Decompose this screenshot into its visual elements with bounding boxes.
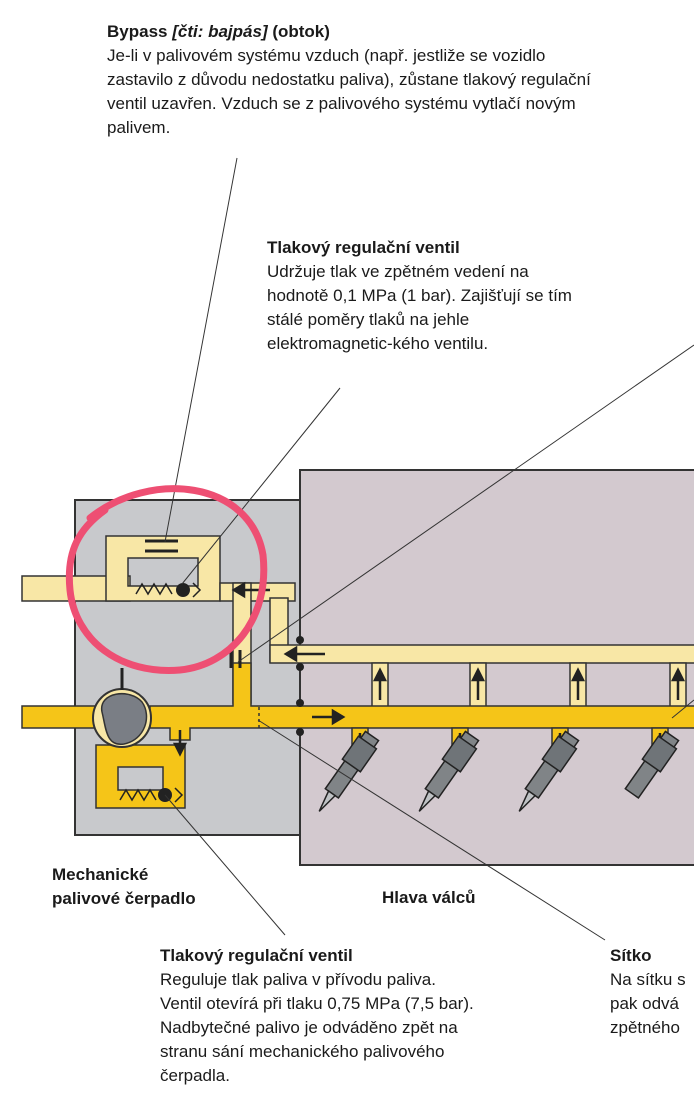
bottom-valve-spring xyxy=(119,788,157,802)
top-valve-ball xyxy=(176,583,190,597)
hand-drawn-circle-annotation xyxy=(65,485,268,674)
injectors xyxy=(318,730,680,812)
pump-label: Mechanické palivové čerpadlo xyxy=(52,865,196,908)
sitko-title: Sítko xyxy=(610,946,652,965)
sitko-description: Sítko Na sítku s pak odvá zpětného xyxy=(610,944,694,1040)
cylinder-head-label: Hlava válců xyxy=(382,888,476,907)
return-fuel-lines xyxy=(21,535,694,709)
leader-lines xyxy=(164,157,694,941)
boundary-joints xyxy=(296,636,304,736)
bypass-valve xyxy=(145,539,242,668)
top-valve-spring xyxy=(135,582,173,596)
bottom-valve-title: Tlakový regulační ventil xyxy=(160,946,353,965)
cylinder-head xyxy=(299,469,694,866)
pump-rotor xyxy=(92,668,152,748)
top-valve-description: Tlakový regulační ventil Udržuje tlak ve… xyxy=(267,236,677,356)
bypass-description: Bypass [čti: bajpás] (obtok) Je-li v pal… xyxy=(107,20,687,140)
bottom-valve-description: Tlakový regulační ventil Reguluje tlak p… xyxy=(160,944,580,1088)
bypass-title: Bypass [čti: bajpás] (obtok) xyxy=(107,22,330,41)
top-valve-title: Tlakový regulační ventil xyxy=(267,238,460,257)
